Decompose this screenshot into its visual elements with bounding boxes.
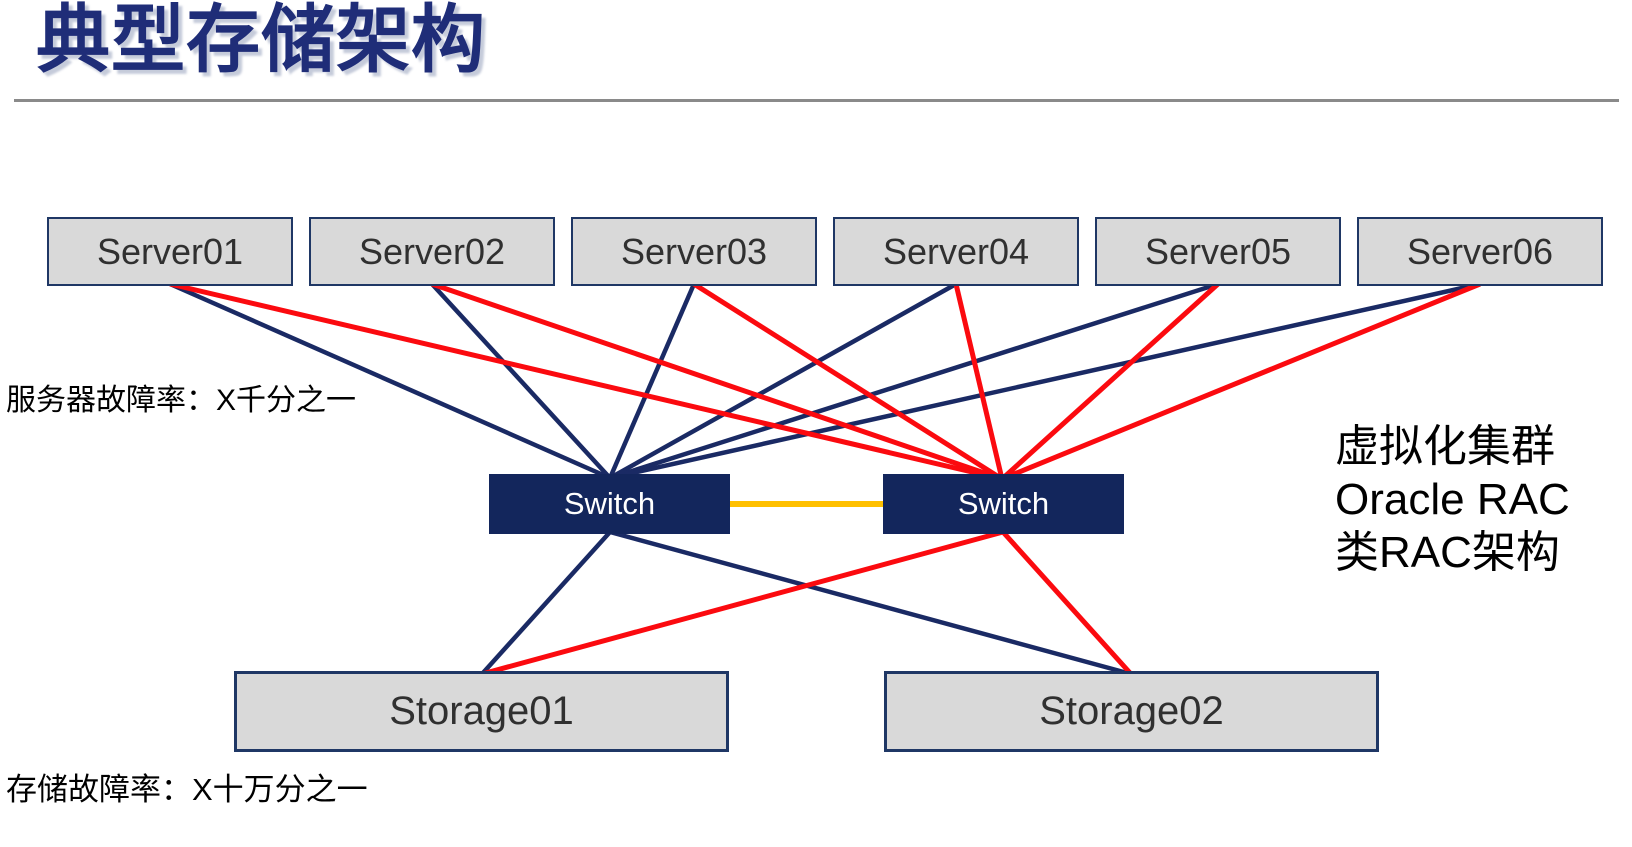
title-divider (14, 99, 1619, 102)
cluster-note-line-2: Oracle RAC (1335, 475, 1570, 524)
server03-node: Server03 (571, 217, 817, 286)
server06-label: Server06 (1406, 230, 1554, 272)
link-swA-st1 (480, 530, 612, 676)
storage02-node: Storage02 (884, 671, 1379, 752)
link-s5-swA (609, 281, 1219, 481)
server02-node: Server02 (309, 217, 555, 286)
link-swB-st2 (1001, 530, 1133, 676)
cluster-note-line-1: 虚拟化集群 (1335, 422, 1555, 471)
server03-label: Server03 (620, 230, 768, 272)
server05-node: Server05 (1095, 217, 1341, 286)
server04-node: Server04 (833, 217, 1079, 286)
link-s1-swB (169, 281, 1003, 482)
switch-b-label: Switch (957, 486, 1050, 521)
cluster-note: 虚拟化集群 Oracle RAC 类RAC架构 (1335, 420, 1570, 579)
switch-a-node: Switch (489, 474, 730, 534)
link-swA-st2 (609, 529, 1132, 677)
server01-node: Server01 (47, 217, 293, 286)
storage01-label: Storage01 (389, 689, 574, 733)
server02-label: Server02 (358, 230, 506, 272)
link-s1-swA (169, 281, 611, 481)
server01-label: Server01 (96, 230, 244, 272)
cluster-note-line-3: 类RAC架构 (1335, 528, 1560, 577)
server04-label: Server04 (882, 230, 1030, 272)
link-s4-swB (953, 283, 1005, 480)
storage-failure-rate-label: 存储故障率：X十万分之一 (6, 772, 368, 807)
link-s4-swA (608, 282, 958, 480)
server05-label: Server05 (1144, 230, 1292, 272)
link-s5-swB (1000, 282, 1220, 481)
link-swB-st1 (481, 529, 1004, 677)
link-s2-swA (430, 282, 612, 480)
server06-node: Server06 (1357, 217, 1603, 286)
switch-a-label: Switch (563, 486, 656, 521)
link-s3-swA (607, 283, 697, 479)
storage02-label: Storage02 (1039, 689, 1224, 733)
storage01-node: Storage01 (234, 671, 729, 752)
link-s2-swB (431, 281, 1003, 482)
link-s3-swB (692, 281, 1004, 482)
switch-b-node: Switch (883, 474, 1124, 534)
server-failure-rate-label: 服务器故障率：X千分之一 (6, 384, 357, 417)
page-title: 典型存储架构 (36, 0, 486, 81)
